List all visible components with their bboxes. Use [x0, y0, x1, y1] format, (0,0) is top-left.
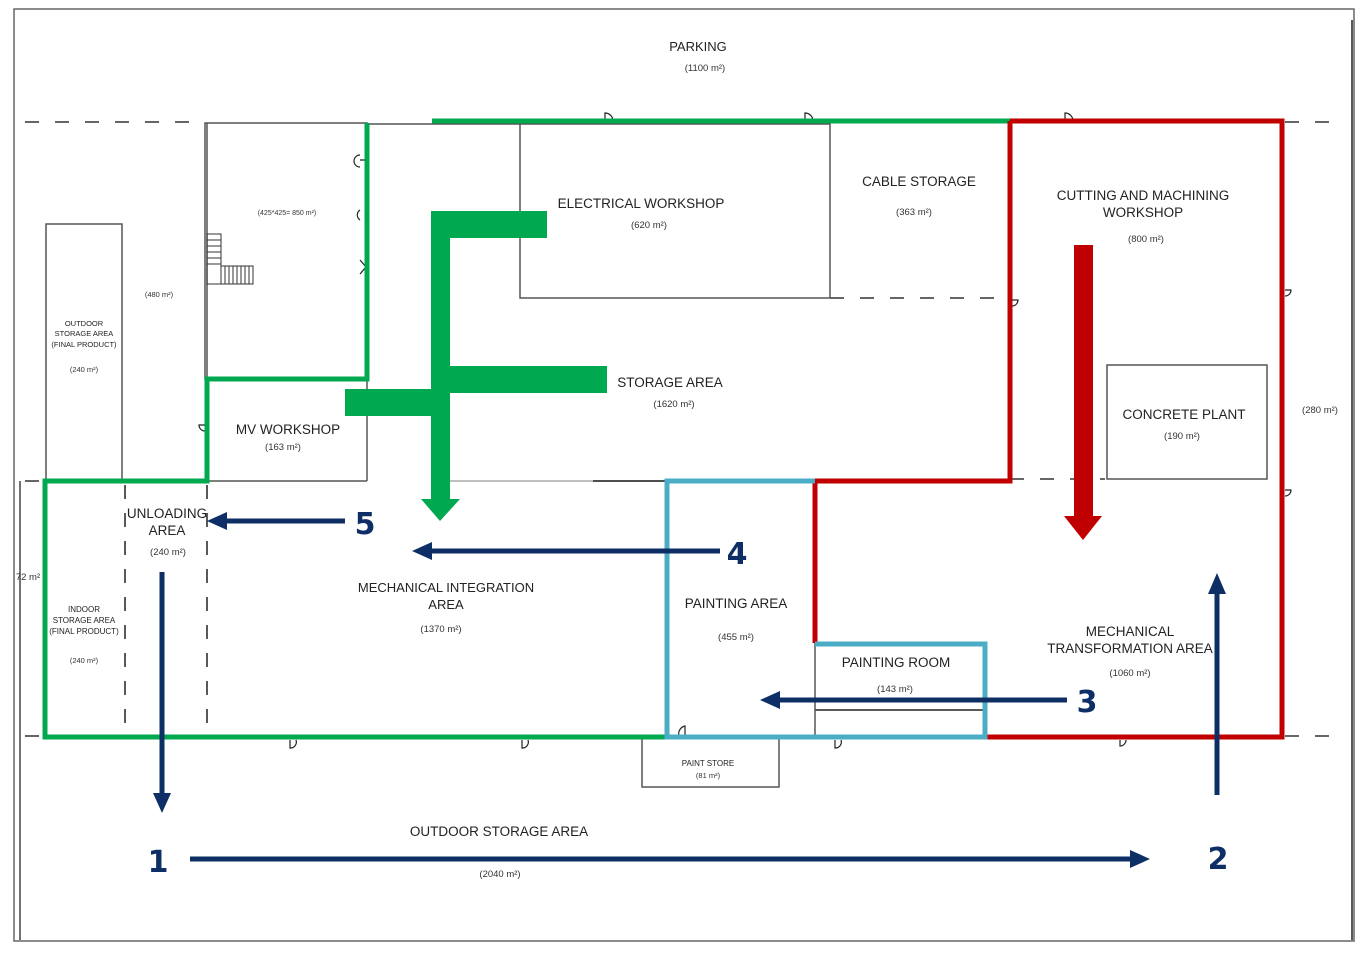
storage-area-label: STORAGE AREA — [617, 375, 723, 390]
right-side-area: (280 m²) — [1302, 405, 1338, 416]
paint-store-area: (81 m²) — [696, 771, 721, 780]
left-open-area: (480 m²) — [145, 290, 174, 299]
zone-green-outline — [42, 118, 1010, 740]
step-3-label: 3 — [1077, 685, 1098, 720]
mech-transformation-label-1: MECHANICAL — [1086, 624, 1175, 639]
cable-storage-area: (363 m²) — [896, 207, 932, 218]
mech-integration-area: (1370 m²) — [420, 624, 461, 635]
outdoor-storage-final-area: (240 m²) — [70, 365, 99, 374]
outdoor-storage-label: OUTDOOR STORAGE AREA — [410, 824, 588, 839]
mech-integration-label-2: AREA — [428, 597, 464, 612]
indoor-storage-label-2: STORAGE AREA — [53, 616, 116, 625]
outdoor-storage-final-label-1: OUTDOOR — [65, 319, 104, 328]
mv-workshop-area: (163 m²) — [265, 442, 301, 453]
process-flow-arrows — [153, 512, 1226, 868]
step-1-label: 1 — [148, 845, 169, 880]
left-edge-area: 72 m² — [16, 572, 40, 583]
paint-store-label: PAINT STORE — [682, 759, 734, 768]
outdoor-storage-area: (2040 m²) — [479, 869, 520, 880]
unloading-area: (240 m²) — [150, 547, 186, 558]
electrical-workshop-label: ELECTRICAL WORKSHOP — [558, 196, 725, 211]
mech-transformation-area: (1060 m²) — [1109, 668, 1150, 679]
cutting-machining-label-2: WORKSHOP — [1103, 205, 1183, 220]
step-2-label: 2 — [1208, 842, 1229, 877]
site-boundary-dashed — [25, 121, 1345, 737]
cutting-machining-label-1: CUTTING AND MACHINING — [1057, 188, 1230, 203]
red-flow-arrow — [1064, 245, 1102, 540]
painting-area-area: (455 m²) — [718, 632, 754, 643]
zone-blue-outline — [664, 478, 988, 740]
unloading-label-2: AREA — [149, 523, 186, 538]
concrete-plant-area: (190 m²) — [1164, 431, 1200, 442]
cable-storage-label: CABLE STORAGE — [862, 174, 976, 189]
mech-integration-label-1: MECHANICAL INTEGRATION — [358, 580, 534, 595]
outdoor-storage-final-label-2: STORAGE AREA — [55, 329, 114, 338]
storage-area-area: (1620 m²) — [653, 399, 694, 410]
parking-label: PARKING — [669, 39, 727, 54]
step-4-label: 4 — [727, 537, 748, 572]
electrical-workshop-area: (620 m²) — [631, 220, 667, 231]
door-icons — [198, 112, 1292, 749]
unloading-label-1: UNLOADING — [127, 506, 207, 521]
page-frame — [13, 8, 1355, 942]
painting-area-label: PAINTING AREA — [685, 596, 788, 611]
green-flow-arrow — [345, 211, 607, 521]
parking-area: (1100 m²) — [685, 63, 725, 74]
mv-workshop-label: MV WORKSHOP — [236, 422, 340, 437]
indoor-storage-area: (240 m²) — [70, 656, 99, 665]
top-left-building-area: (425*425= 850 m²) — [258, 210, 317, 217]
zone-red-outline — [812, 118, 1285, 740]
mech-transformation-label-2: TRANSFORMATION AREA — [1047, 641, 1213, 656]
unloading-dividers — [124, 485, 208, 735]
painting-room-area: (143 m²) — [877, 684, 913, 695]
outdoor-storage-final-label-3: (FINAL PRODUCT) — [51, 340, 117, 349]
indoor-storage-label-3: (FINAL PRODUCT) — [49, 627, 119, 636]
step-5-label: 5 — [355, 507, 376, 542]
cutting-machining-area: (800 m²) — [1128, 234, 1164, 245]
concrete-plant-label: CONCRETE PLANT — [1122, 407, 1245, 422]
indoor-storage-label-1: INDOOR — [68, 605, 100, 614]
stairs-icon — [206, 233, 254, 285]
painting-room-label: PAINTING ROOM — [842, 655, 951, 670]
